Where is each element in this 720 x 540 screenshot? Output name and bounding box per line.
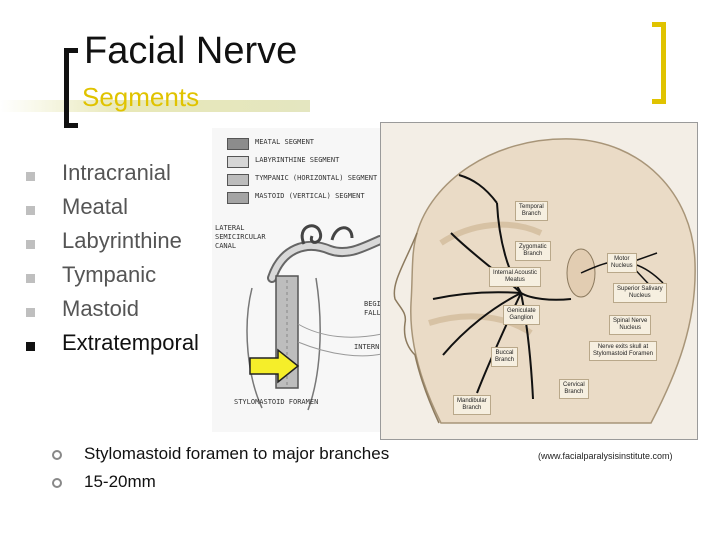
callout-line: Internal Acoustic xyxy=(493,270,538,276)
legend-label: MASTOID (VERTICAL) SEGMENT xyxy=(255,192,365,200)
bullet-square-icon xyxy=(26,206,35,215)
callout-nerve-exits-skull: Nerve exits skull at Stylomastoid Forame… xyxy=(589,341,658,361)
callout-line: Ganglion xyxy=(509,315,534,321)
callout-zygomatic-branch: Zygomatic Branch xyxy=(515,241,551,261)
bullet-square-icon xyxy=(26,342,35,351)
callout-line: Cervical xyxy=(563,382,585,388)
callout-line: Geniculate xyxy=(507,308,536,314)
bullet-square-icon xyxy=(26,308,35,317)
callout-line: Superior Salivary xyxy=(617,286,663,292)
lateral-canal-label: LATERAL SEMICIRCULAR CANAL xyxy=(215,224,266,251)
list-item-label: 15-20mm xyxy=(84,472,156,491)
legend-swatch xyxy=(227,192,249,204)
list-item-label: Intracranial xyxy=(62,160,171,185)
list-item-label: Extratemporal xyxy=(62,330,199,355)
image-credit: (www.facialparalysisinstitute.com) xyxy=(538,451,673,461)
callout-line: Buccal xyxy=(495,350,514,356)
callout-line: Nerve exits skull at xyxy=(597,344,649,350)
list-item-label: Stylomastoid foramen to major branches xyxy=(84,444,390,463)
callout-temporal-branch: Temporal Branch xyxy=(515,201,548,221)
legend-swatch xyxy=(227,138,249,150)
callout-line: Nucleus xyxy=(619,325,642,331)
legend-label: MEATAL SEGMENT xyxy=(255,138,315,146)
callout-motor-nucleus: Motor Nucleus xyxy=(607,253,637,273)
label-line: FALL xyxy=(364,309,381,317)
legend-label: TYMPANIC (HORIZONTAL) SEGMENT xyxy=(255,174,378,182)
callout-line: Mandibular xyxy=(457,398,487,404)
callout-spinal-nerve-nucleus: Spinal Nerve Nucleus xyxy=(609,315,652,335)
list-item-label: Meatal xyxy=(62,194,129,219)
callout-line: Nucleus xyxy=(611,263,633,269)
legend-label: LABYRINTHINE SEGMENT xyxy=(255,156,340,164)
legend-swatch xyxy=(227,156,249,168)
callout-line: Motor xyxy=(614,256,630,262)
callout-superior-salivary-nucleus: Superior Salivary Nucleus xyxy=(613,283,667,303)
callout-line: Stylomastoid Foramen xyxy=(593,351,654,357)
callout-geniculate-ganglion: Geniculate Ganglion xyxy=(503,305,540,325)
stylomastoid-foramen-label: STYLOMASTOID FORAMEN xyxy=(234,398,319,406)
callout-buccal-branch: Buccal Branch xyxy=(491,347,519,367)
legend-swatch xyxy=(227,174,249,186)
internal-label: INTERN xyxy=(354,343,380,351)
facial-nerve-head-figure: Temporal Branch Zygomatic Branch Interna… xyxy=(380,122,698,440)
label-line: CANAL xyxy=(215,242,237,250)
list-item-label: Tympanic xyxy=(62,262,157,287)
slide-subtitle: Segments xyxy=(82,82,200,112)
beginning-label: BEGI FALL xyxy=(364,300,381,318)
temporal-bone-drawing xyxy=(246,224,385,411)
callout-cervical-branch: Cervical Branch xyxy=(559,379,589,399)
pointer-arrow-icon xyxy=(248,348,300,384)
callout-line: Branch xyxy=(523,251,543,257)
callout-line: Branch xyxy=(564,389,584,395)
callout-line: Zygomatic xyxy=(519,244,547,250)
callout-line: Branch xyxy=(521,211,541,217)
bullet-square-icon xyxy=(26,274,35,283)
callout-line: Nucleus xyxy=(629,293,651,299)
temporal-bone-figure: MEATAL SEGMENT LABYRINTHINE SEGMENT TYMP… xyxy=(212,128,388,432)
bullet-square-icon xyxy=(26,240,35,249)
title-bracket-right xyxy=(652,22,666,104)
callout-mandibular-branch: Mandibular Branch xyxy=(453,395,491,415)
callout-line: Temporal xyxy=(519,204,544,210)
callout-internal-acoustic-meatus: Internal Acoustic Meatus xyxy=(489,267,542,287)
list-item-label: Mastoid xyxy=(62,296,140,321)
callout-line: Branch xyxy=(495,357,515,363)
callout-line: Meatus xyxy=(505,277,525,283)
callout-line: Branch xyxy=(462,405,482,411)
ring-bullet-icon xyxy=(52,478,62,488)
bullet-square-icon xyxy=(26,172,35,181)
title-bracket-left xyxy=(64,48,78,128)
label-line: LATERAL xyxy=(215,224,245,232)
label-line: SEMICIRCULAR xyxy=(215,233,266,241)
slide-title: Facial Nerve xyxy=(84,30,298,72)
callout-line: Spinal Nerve xyxy=(613,318,648,324)
ring-bullet-icon xyxy=(52,450,62,460)
list-item-label: Labyrinthine xyxy=(62,228,182,253)
label-line: BEGI xyxy=(364,300,381,308)
title-accent-band xyxy=(0,100,310,112)
